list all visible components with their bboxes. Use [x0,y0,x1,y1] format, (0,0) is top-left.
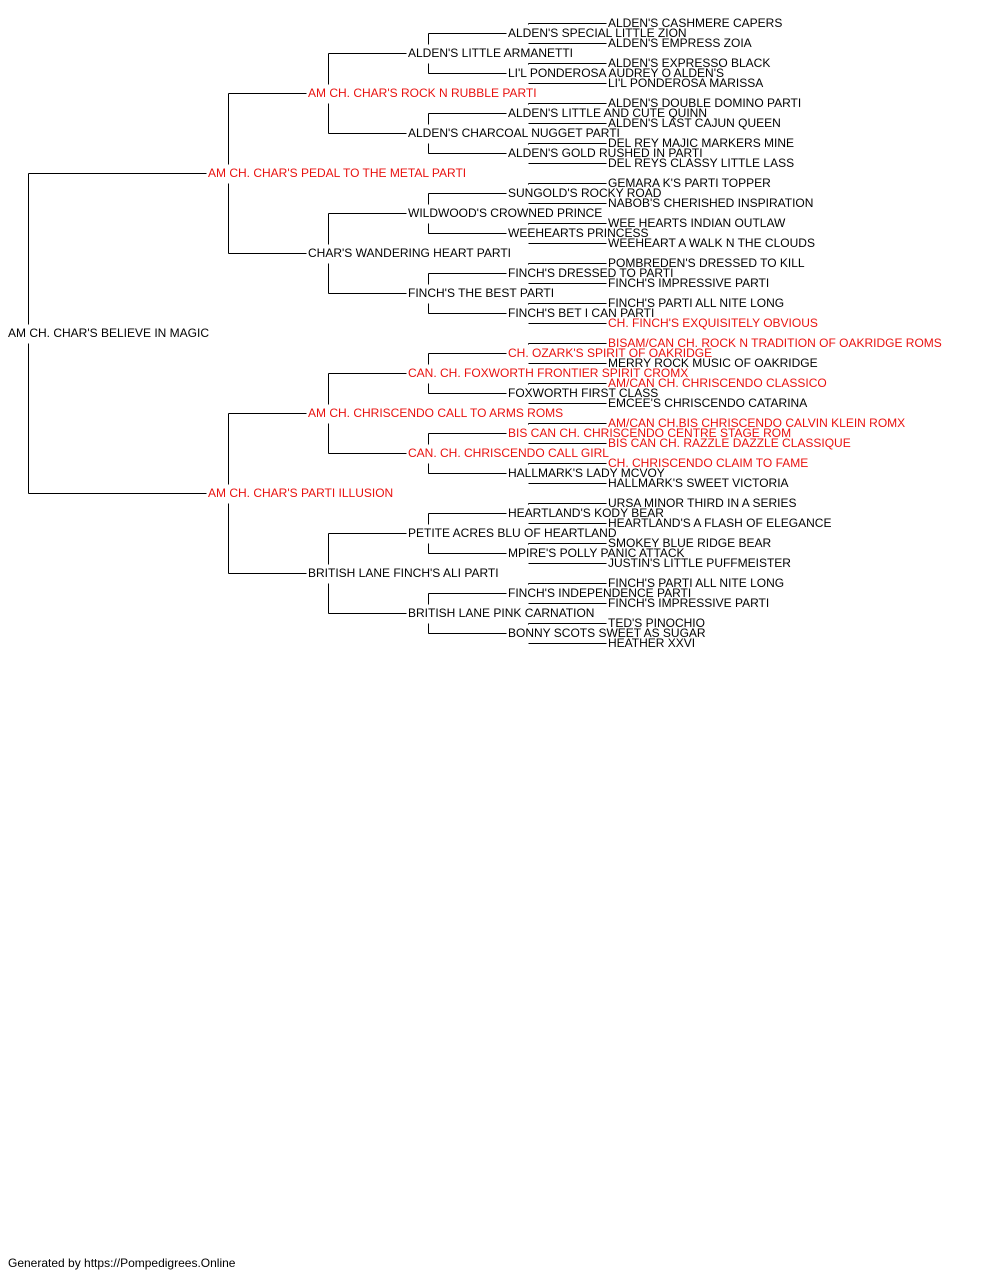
pedigree-dog-gen4: LI'L PONDEROSA AUDREY O ALDEN'S [508,66,724,80]
pedigree-dog-gen5: URSA MINOR THIRD IN A SERIES [608,496,797,510]
pedigree-dog-gen4: SUNGOLD'S ROCKY ROAD [508,186,662,200]
pedigree-dog-gen4: WEEHEARTS PRINCESS [508,226,649,240]
pedigree-dog-gen5: CH. CHRISCENDO CLAIM TO FAME [608,456,809,470]
pedigree-dog-gen2: AM CH. CHAR'S ROCK N RUBBLE PARTI [308,86,537,100]
pedigree-dog-gen5: HALLMARK'S SWEET VICTORIA [608,476,789,490]
pedigree-dog-gen5: AM/CAN CH. CHRISCENDO CLASSICO [608,376,827,390]
pedigree-dog-gen1: AM CH. CHAR'S PARTI ILLUSION [208,486,394,500]
pedigree-dog-gen0: AM CH. CHAR'S BELIEVE IN MAGIC [8,326,209,340]
pedigree-dog-gen4: BIS CAN CH. CHRISCENDO CENTRE STAGE ROM [508,426,792,440]
pedigree-dog-gen1: AM CH. CHAR'S PEDAL TO THE METAL PARTI [208,166,467,180]
pedigree-dog-gen4: HEARTLAND'S KODY BEAR [508,506,664,520]
pedigree-dog-gen5: BISAM/CAN CH. ROCK N TRADITION OF OAKRID… [608,336,942,350]
pedigree-dog-gen5: FINCH'S IMPRESSIVE PARTI [608,596,770,610]
pedigree-dog-gen3: BRITISH LANE PINK CARNATION [408,606,595,620]
pedigree-dog-gen5: WEEHEART A WALK N THE CLOUDS [608,236,815,250]
pedigree-dog-gen5: ALDEN'S EXPRESSO BLACK [608,56,771,70]
pedigree-dog-gen3: WILDWOOD'S CROWNED PRINCE [408,206,603,220]
pedigree-dog-gen3: FINCH'S THE BEST PARTI [408,286,555,300]
pedigree-dog-gen5: MERRY ROCK MUSIC OF OAKRIDGE [608,356,818,370]
pedigree-dog-gen5: SMOKEY BLUE RIDGE BEAR [608,536,772,550]
pedigree-dog-gen3: PETITE ACRES BLU OF HEARTLAND [408,526,617,540]
pedigree-dog-gen5: FINCH'S PARTI ALL NITE LONG [608,296,785,310]
pedigree-dog-gen2: BRITISH LANE FINCH'S ALI PARTI [308,566,499,580]
pedigree-dog-gen5: FINCH'S IMPRESSIVE PARTI [608,276,770,290]
pedigree-dog-gen5: EMCEE'S CHRISCENDO CATARINA [608,396,808,410]
pedigree-dog-gen3: CAN. CH. CHRISCENDO CALL GIRL [408,446,609,460]
pedigree-dog-gen5: GEMARA K'S PARTI TOPPER [608,176,771,190]
pedigree-dog-gen5: AM/CAN CH.BIS CHRISCENDO CALVIN KLEIN RO… [608,416,906,430]
pedigree-dog-gen4: BONNY SCOTS SWEET AS SUGAR [508,626,706,640]
pedigree-dog-gen5: POMBREDEN'S DRESSED TO KILL [608,256,805,270]
pedigree-dog-gen4: FINCH'S BET I CAN PARTI [508,306,655,320]
pedigree-dog-gen4: FINCH'S INDEPENDENCE PARTI [508,586,692,600]
pedigree-dog-gen5: DEL REYS CLASSY LITTLE LASS [608,156,795,170]
pedigree-dog-gen3: CAN. CH. FOXWORTH FRONTIER SPIRIT CROMX [408,366,689,380]
pedigree-dog-gen5: JUSTIN'S LITTLE PUFFMEISTER [608,556,791,570]
pedigree-dog-gen5: CH. FINCH'S EXQUISITELY OBVIOUS [608,316,818,330]
pedigree-dog-gen4: ALDEN'S GOLD RUSHED IN PARTI [508,146,703,160]
pedigree-dog-gen4: ALDEN'S LITTLE AND CUTE QUINN [508,106,707,120]
pedigree-dog-gen5: ALDEN'S CASHMERE CAPERS [608,16,783,30]
pedigree-dog-gen4: FOXWORTH FIRST CLASS [508,386,659,400]
pedigree-dog-gen5: ALDEN'S LAST CAJUN QUEEN [608,116,781,130]
pedigree-dog-gen3: ALDEN'S LITTLE ARMANETTI [408,46,573,60]
pedigree-dog-gen4: HALLMARK'S LADY MCVOY [508,466,665,480]
pedigree-dog-gen5: DEL REY MAJIC MARKERS MINE [608,136,795,150]
footer-credit: Generated by https://Pompedigrees.Online [8,1256,236,1270]
pedigree-dog-gen3: ALDEN'S CHARCOAL NUGGET PARTI [408,126,620,140]
pedigree-dog-gen2: AM CH. CHRISCENDO CALL TO ARMS ROMS [308,406,564,420]
pedigree-dog-gen5: TED'S PINOCHIO [608,616,705,630]
pedigree-dog-gen4: MPIRE'S POLLY PANIC ATTACK [508,546,685,560]
pedigree-dog-gen4: CH. OZARK'S SPIRIT OF OAKRIDGE [508,346,713,360]
pedigree-dog-gen5: HEATHER XXVI [608,636,696,650]
pedigree-dog-gen5: HEARTLAND'S A FLASH OF ELEGANCE [608,516,832,530]
pedigree-dog-gen5: LI'L PONDEROSA MARISSA [608,76,764,90]
pedigree-dog-gen5: NABOB'S CHERISHED INSPIRATION [608,196,814,210]
pedigree-dog-gen5: ALDEN'S DOUBLE DOMINO PARTI [608,96,802,110]
pedigree-dog-gen4: ALDEN'S SPECIAL LITTLE ZION [508,26,687,40]
pedigree-dog-gen5: ALDEN'S EMPRESS ZOIA [608,36,752,50]
pedigree-dog-gen4: FINCH'S DRESSED TO PARTI [508,266,674,280]
pedigree-dog-gen5: WEE HEARTS INDIAN OUTLAW [608,216,786,230]
pedigree-dog-gen5: FINCH'S PARTI ALL NITE LONG [608,576,785,590]
pedigree-dog-gen2: CHAR'S WANDERING HEART PARTI [308,246,511,260]
pedigree-dog-gen5: BIS CAN CH. RAZZLE DAZZLE CLASSIQUE [608,436,851,450]
